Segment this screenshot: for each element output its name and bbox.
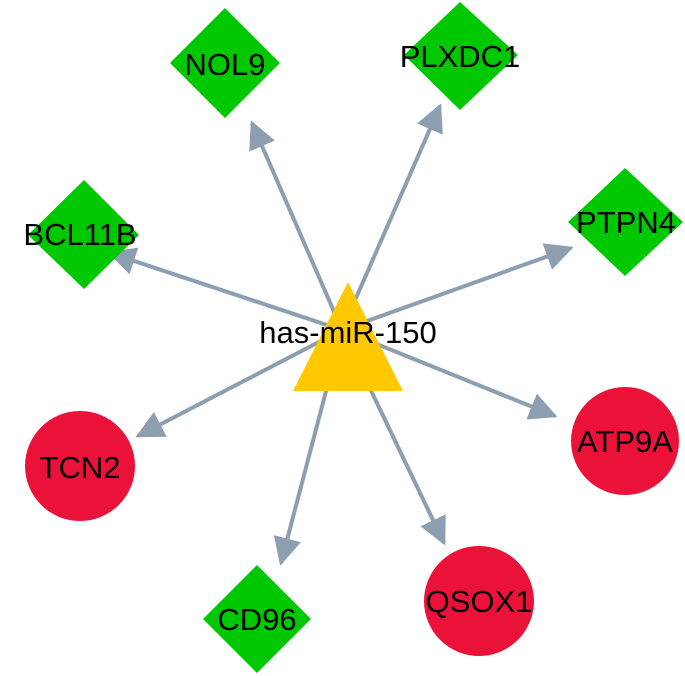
node-cd96[interactable]: CD96 — [203, 565, 311, 673]
diamond-shape — [404, 2, 518, 110]
circle-shape — [424, 546, 534, 656]
node-bcl11b[interactable]: BCL11B — [23, 180, 139, 289]
node-qsox1[interactable]: QSOX1 — [424, 546, 534, 656]
diamond-shape — [28, 180, 139, 289]
diamond-shape — [568, 168, 683, 276]
node-tcn2[interactable]: TCN2 — [25, 411, 135, 521]
circle-shape — [571, 387, 679, 495]
node-label-tcn2: TCN2 — [40, 450, 121, 485]
node-center-mirna[interactable]: has-miR-150 — [259, 282, 437, 391]
diamond-shape — [203, 565, 311, 673]
edge-ptpn4 — [341, 243, 574, 332]
edge-plxdc1 — [340, 103, 443, 331]
node-label-plxdc1: PLXDC1 — [400, 39, 521, 74]
node-label-nol9: NOL9 — [185, 47, 266, 82]
node-plxdc1[interactable]: PLXDC1 — [400, 2, 521, 110]
node-atp9a[interactable]: ATP9A — [571, 387, 679, 495]
edge-nol9 — [249, 120, 344, 331]
center-label: has-miR-150 — [259, 315, 436, 350]
node-label-ptpn4: PTPN4 — [576, 205, 676, 240]
diamond-shape — [170, 8, 280, 118]
node-label-bcl11b: BCL11B — [23, 217, 136, 252]
node-label-cd96: CD96 — [217, 602, 296, 637]
edge-tcn2 — [135, 328, 343, 438]
edge-bcl11b — [107, 247, 343, 332]
node-nol9[interactable]: NOL9 — [170, 8, 280, 118]
node-label-qsox1: QSOX1 — [426, 584, 533, 619]
triangle-shape — [293, 282, 403, 391]
circle-shape — [25, 411, 135, 521]
nodes-layer: NOL9 PLXDC1 PTPN4 ATP9A QSOX1 CD96 — [23, 2, 683, 673]
node-ptpn4[interactable]: PTPN4 — [568, 168, 683, 276]
node-label-atp9a: ATP9A — [577, 424, 673, 459]
